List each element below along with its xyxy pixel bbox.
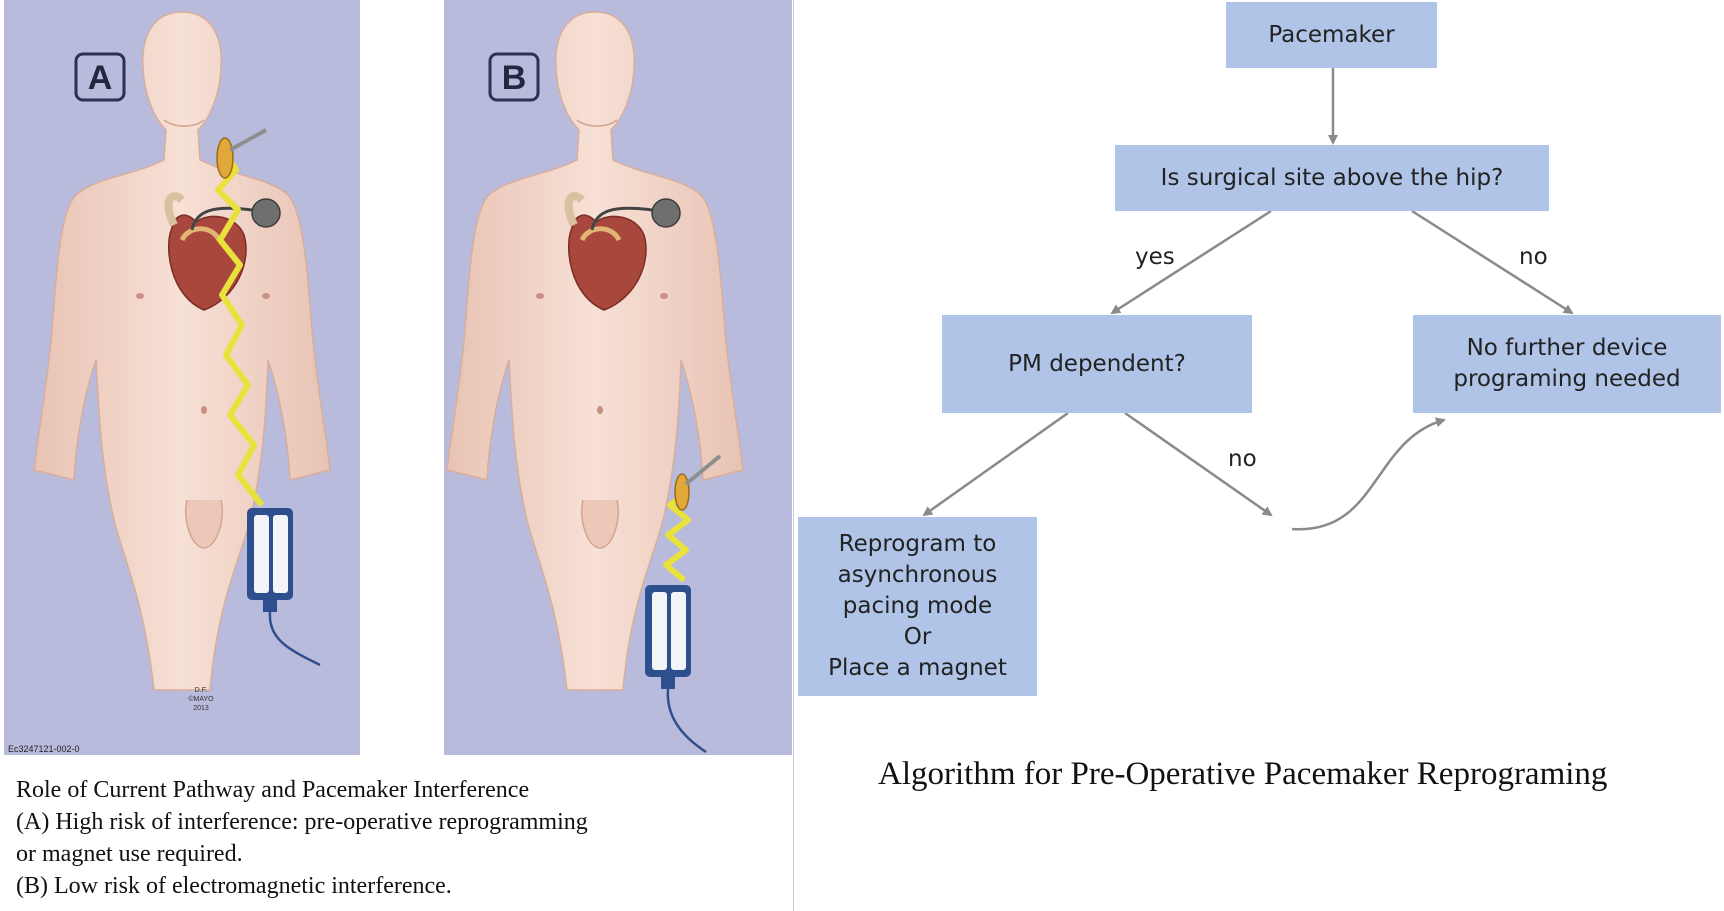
figure-a-high-risk: A D.F. ©MAYO 2013 (4, 0, 360, 755)
caption-line-a1: (A) High risk of interference: pre-opera… (16, 809, 588, 835)
arrow-curve-to-no-further (1291, 417, 1446, 531)
arrow-pm-dependent-no (1124, 411, 1273, 517)
grounding-pad (247, 508, 321, 667)
caption-line-a2: or magnet use required. (16, 841, 243, 867)
node-no-further-programming: No further device programing needed (1413, 315, 1721, 413)
panel-divider (793, 0, 794, 911)
node-surgical-site-question: Is surgical site above the hip? (1115, 145, 1549, 211)
arrow-pm-dependent-to-reprogram (922, 411, 1069, 517)
figure-code: Ec3247121-002-0 (8, 744, 80, 754)
panel-letter-b: B (502, 59, 527, 97)
svg-text:©MAYO: ©MAYO (188, 695, 214, 703)
electrosurgical-pen (216, 128, 267, 179)
grounding-pad (645, 585, 707, 754)
svg-text:2013: 2013 (193, 705, 209, 712)
artist-credit: D.F. ©MAYO 2013 (188, 687, 214, 712)
heart (564, 192, 647, 311)
caption-title: Role of Current Pathway and Pacemaker In… (16, 777, 530, 803)
edge-label-no-site: no (1519, 244, 1548, 270)
human-torso (33, 11, 331, 691)
node-reprogram-or-magnet: Reprogram to asynchronous pacing mode Or… (798, 517, 1037, 696)
pacemaker-generator (590, 198, 681, 231)
arrow-yes-to-pm-dependent (1110, 209, 1272, 315)
arrow-no-to-no-further (1411, 209, 1574, 315)
interference-current-path (663, 492, 691, 583)
illustration-panel-b: B (444, 0, 792, 755)
svg-text:D.F.: D.F. (195, 687, 208, 694)
caption-line-b: (B) Low risk of electromagnetic interfer… (16, 873, 452, 899)
illustration-panel-a: A D.F. ©MAYO 2013 (4, 0, 360, 755)
figure-caption: Role of Current Pathway and Pacemaker In… (16, 774, 786, 902)
interference-current-path (215, 148, 265, 507)
pacemaker-generator (190, 198, 281, 231)
edge-label-no-pm: no (1228, 446, 1257, 472)
edge-label-yes: yes (1135, 244, 1175, 270)
human-torso (446, 11, 744, 691)
electrosurgical-pen (674, 454, 722, 511)
figure-b-low-risk: B (444, 0, 792, 755)
panel-letter-a: A (88, 59, 113, 97)
flowchart-title: Algorithm for Pre-Operative Pacemaker Re… (878, 756, 1608, 792)
node-pacemaker: Pacemaker (1226, 2, 1437, 68)
node-pm-dependent-question: PM dependent? (942, 315, 1252, 413)
